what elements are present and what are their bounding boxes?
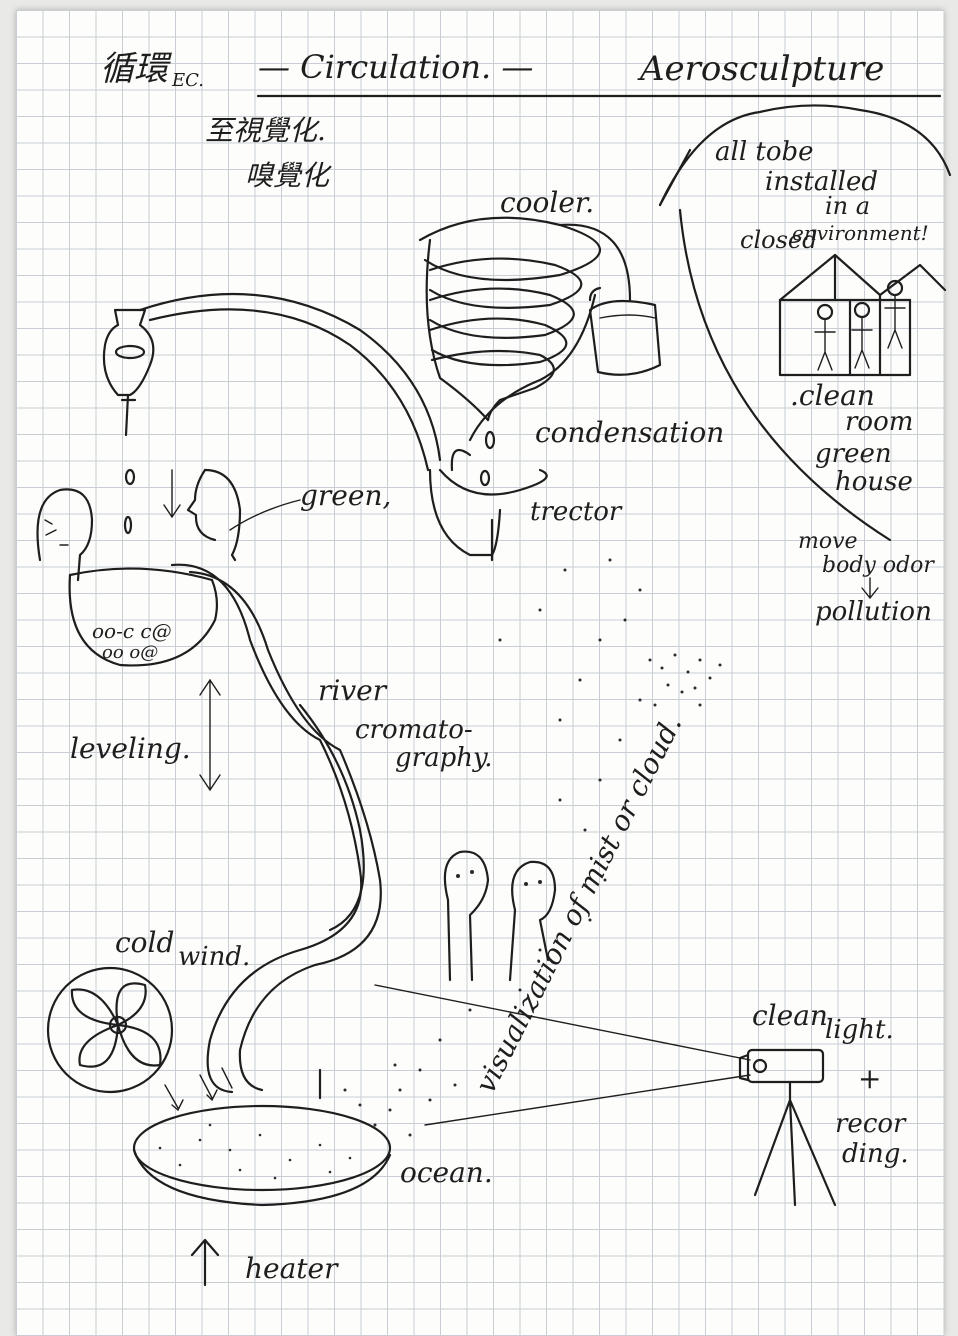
camera-tripod (740, 1050, 835, 1205)
subtitle-line1: 至視覺化. (205, 114, 326, 147)
cooler-box (590, 301, 660, 375)
person-right-sniffing (188, 470, 240, 560)
arrow-down-bowl (164, 470, 180, 517)
label-heater: heater (245, 1252, 339, 1285)
label-clean: clean (752, 999, 828, 1032)
label-plus: + (858, 1062, 881, 1095)
label-visualization: visualization of mist or cloud. (469, 710, 689, 1098)
label-trector: trector (530, 497, 623, 527)
label-leveling: leveling. (70, 732, 191, 765)
label-greenhouse-2: house (835, 467, 913, 497)
light-beam-upper (375, 985, 750, 1060)
tube-lower (150, 309, 428, 470)
label-condensation: condensation (535, 416, 724, 449)
drop-falling-1 (126, 470, 134, 484)
label-cooler: cooler. (500, 186, 594, 219)
label-light: light. (825, 1015, 894, 1045)
drop-falling-2 (125, 517, 131, 533)
tube-upper (140, 294, 440, 460)
water-drop-1 (486, 432, 494, 448)
label-all-tobe: all tobe (715, 137, 814, 167)
title-cjk: 循環 (100, 49, 172, 89)
svg-text:oo o@: oo o@ (102, 642, 158, 663)
label-green: green, (300, 479, 391, 512)
cooler-coil (420, 218, 630, 420)
cold-wind-fan (48, 968, 172, 1092)
label-move-2: body odor (822, 553, 935, 578)
label-ding: ding. (842, 1139, 909, 1169)
green-bowl: oo-c c@ oo o@ (70, 569, 217, 666)
dropper-illustration (104, 310, 153, 435)
water-drop-2 (481, 471, 489, 485)
speech-bubble-tail (660, 150, 690, 205)
person-left-sniffing (38, 489, 93, 580)
svg-text:oo-c c@: oo-c c@ (92, 619, 172, 643)
label-cromato: cromato- (355, 715, 473, 745)
title-circulation: — Circulation. — (258, 48, 533, 86)
label-clean-room-2: room (845, 407, 913, 437)
viewer-left (445, 852, 488, 980)
label-ocean: ocean. (400, 1156, 493, 1189)
label-environment: environment! (792, 221, 929, 245)
label-cold: cold (115, 926, 174, 959)
leveling-arrow (200, 680, 220, 790)
label-wind: wind. (178, 942, 250, 972)
label-river: river (318, 674, 388, 707)
label-record: recor (835, 1109, 907, 1139)
label-pollution: pollution (815, 597, 932, 627)
label-greenhouse-1: green (815, 439, 892, 469)
subtitle-line2: 嗅覺化 (245, 159, 332, 192)
label-move-1: move (798, 529, 858, 554)
ocean-basin (134, 1106, 390, 1205)
label-in-a: in a (825, 192, 870, 220)
arrow-down-pollution (862, 578, 878, 598)
title-cjk-suffix: EC. (171, 70, 204, 91)
title-aerosculpture: Aerosculpture (637, 49, 884, 89)
house-illustration (780, 255, 945, 375)
label-graphy: graphy. (395, 743, 492, 773)
heater-arrow (192, 1240, 218, 1285)
mist-cloud-dots (344, 559, 722, 1137)
